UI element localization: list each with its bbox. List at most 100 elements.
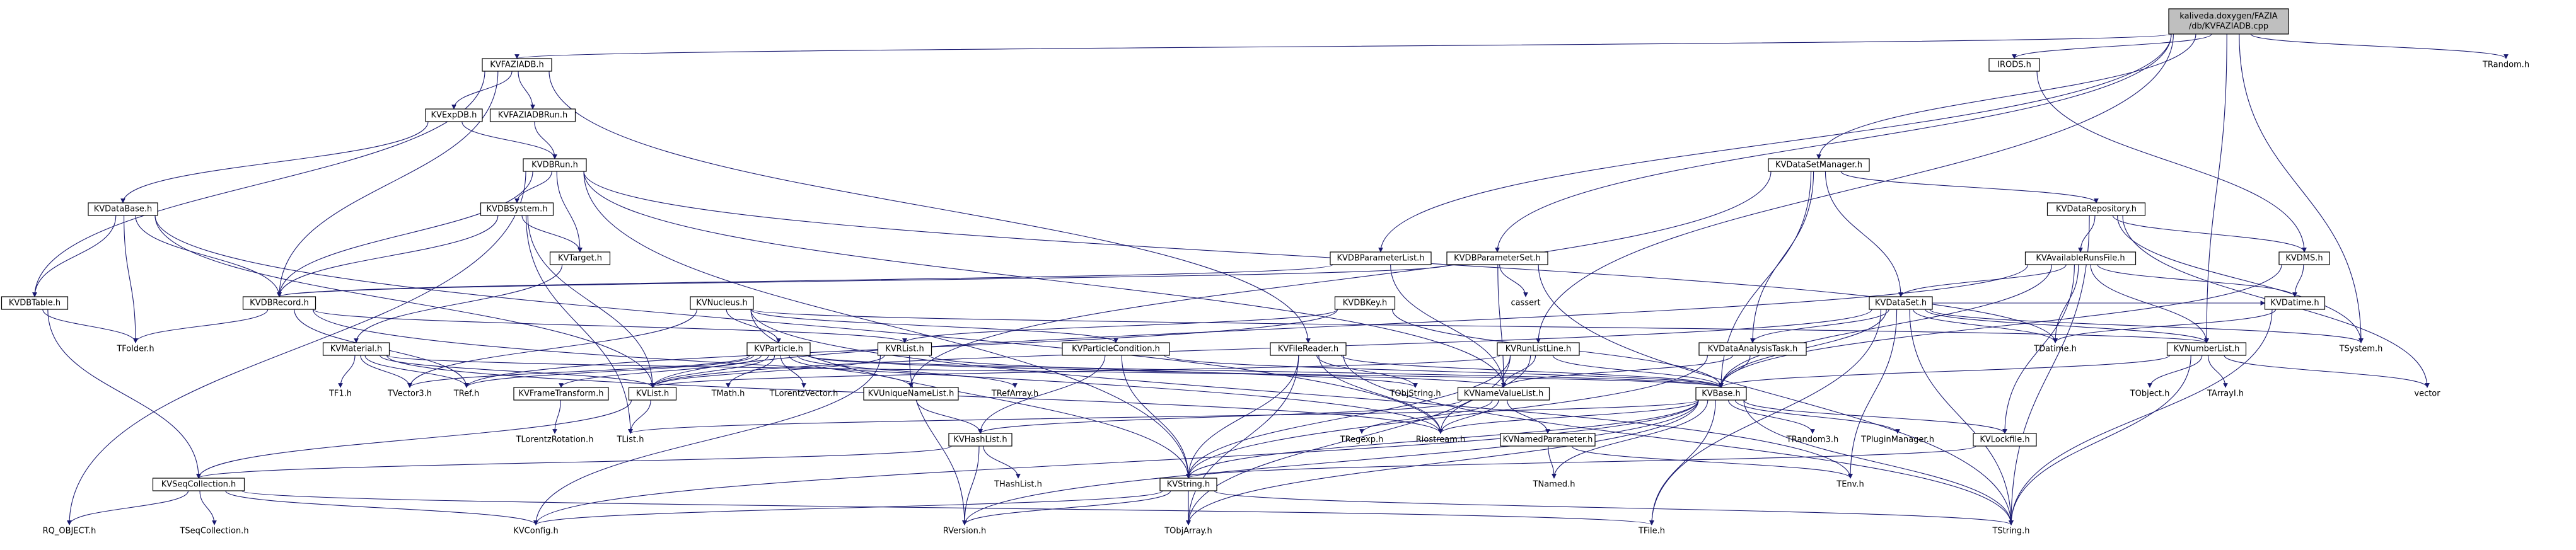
node-label: KVNucleus.h xyxy=(696,299,748,308)
node-KVSeqCollection.h[interactable]: KVSeqCollection.h xyxy=(152,478,245,491)
edge-KVAvailableRunsFile.h-to-KVDataSet.h xyxy=(1898,264,2067,297)
node-KVTarget.h[interactable]: KVTarget.h xyxy=(549,251,611,265)
edge-KVBase.h-to-RVersion.h xyxy=(962,399,1699,525)
node-box xyxy=(1334,296,1396,310)
node-KVFAZIADBRun.h[interactable]: KVFAZIADBRun.h xyxy=(489,108,576,122)
edge-KVRunListLine.h-to-KVList.h xyxy=(650,355,1500,388)
node-TSystem.h: TSystem.h xyxy=(2339,345,2383,354)
node-label: TArrayI.h xyxy=(2207,389,2244,399)
node-KVList.h[interactable]: KVList.h xyxy=(628,387,677,401)
node-label: TLorentzVector.h xyxy=(769,389,838,399)
node-KVDBSystem.h[interactable]: KVDBSystem.h xyxy=(480,202,554,216)
node-KVBase.h[interactable]: KVBase.h xyxy=(1695,387,1747,401)
node-KVDBParameterSet.h[interactable]: KVDBParameterSet.h xyxy=(1446,251,1548,265)
node-KVParticleCondition.h[interactable]: KVParticleCondition.h xyxy=(1062,342,1170,356)
node-box xyxy=(2264,296,2326,310)
edge-KVDBRecord.h-to-KVRList.h xyxy=(312,309,907,343)
node-KVAvailableRunsFile.h[interactable]: KVAvailableRunsFile.h xyxy=(2024,251,2137,265)
edge-KVDBRecord.h-to-TFolder.h xyxy=(133,309,269,343)
edge-KVParticle.h-to-TMath.h xyxy=(726,355,775,388)
node-label: Riostream.h xyxy=(1416,435,1466,445)
edge-KVDBSystem.h-to-TList.h xyxy=(525,215,633,434)
edge-root-to-KVRunListLine.h xyxy=(1536,33,2174,343)
node-box xyxy=(482,58,552,72)
node-KVUniqueNameList.h[interactable]: KVUniqueNameList.h xyxy=(863,387,959,401)
node-KVNucleus.h[interactable]: KVNucleus.h xyxy=(690,296,754,310)
node-label: TObjArray.h xyxy=(1164,527,1212,536)
node-label: KVDatime.h xyxy=(2270,299,2319,308)
edge-KVFileReader.h-to-KVBase.h xyxy=(1340,355,1724,388)
edge-KVBase.h-to-TNamed.h xyxy=(1552,399,1709,479)
node-box xyxy=(1695,387,1747,401)
node-label: KVRList.h xyxy=(885,345,924,354)
node-box xyxy=(690,296,754,310)
node-label: KVList.h xyxy=(636,389,670,399)
edge-KVBase.h-to-TList.h xyxy=(628,399,1699,434)
node-KVNumberList.h[interactable]: KVNumberList.h xyxy=(2166,342,2247,356)
node-KVDBKey.h[interactable]: KVDBKey.h xyxy=(1334,296,1396,310)
node-KVLockfile.h[interactable]: KVLockfile.h xyxy=(1973,433,2037,447)
edge-KVDataBase.h-to-KVDBTable.h xyxy=(32,215,117,297)
node-KVNamedParameter.h[interactable]: KVNamedParameter.h xyxy=(1500,433,1596,447)
edge-KVDataSet.h-to-TSystem.h xyxy=(1929,309,2364,343)
node-KVString.h[interactable]: KVString.h xyxy=(1159,478,1217,491)
node-KVFrameTransform.h[interactable]: KVFrameTransform.h xyxy=(513,387,609,401)
edge-KVNucleus.h-to-KVNumberList.h xyxy=(750,309,2209,343)
node-label: KVDBKey.h xyxy=(1343,299,1387,308)
node-KVDataSetManager.h[interactable]: KVDataSetManager.h xyxy=(1768,158,1870,172)
node-KVDataSet.h[interactable]: KVDataSet.h xyxy=(1869,296,1933,310)
node-label: KVDBRun.h xyxy=(531,161,578,170)
node-KVExpDB.h[interactable]: KVExpDB.h xyxy=(425,108,483,122)
node-label: KVFileReader.h xyxy=(1278,345,1338,354)
edge-KVMaterial.h-to-KVBase.h xyxy=(386,355,1724,388)
edge-KVAvailableRunsFile.h-to-KVLockfile.h xyxy=(2002,264,2075,434)
node-label: KVUniqueNameList.h xyxy=(868,389,954,399)
edge-KVHashList.h-to-KVSeqCollection.h xyxy=(196,445,952,479)
node-KVDataAnalysisTask.h[interactable]: KVDataAnalysisTask.h xyxy=(1698,342,1807,356)
edge-KVRunListLine.h-to-KVNameValueList.h xyxy=(1501,355,1536,388)
node-root[interactable]: kaliveda.doxygen/FAZIA/db/KVFAZIADB.cpp xyxy=(2168,8,2289,35)
edge-KVMaterial.h-to-TVector3.h xyxy=(360,355,412,388)
node-KVDBParameterList.h[interactable]: KVDBParameterList.h xyxy=(1330,251,1432,265)
node-IRODS.h[interactable]: IRODS.h xyxy=(1988,58,2040,72)
node-KVDataRepository.h[interactable]: KVDataRepository.h xyxy=(2046,202,2146,216)
node-KVMaterial.h[interactable]: KVMaterial.h xyxy=(322,342,390,356)
node-label: TObject.h xyxy=(2130,389,2170,399)
node-box xyxy=(746,342,811,356)
node-box xyxy=(1869,296,1933,310)
node-KVFileReader.h[interactable]: KVFileReader.h xyxy=(1270,342,1347,356)
node-label: KVNameValueList.h xyxy=(1464,389,1544,399)
node-label: KVFAZIADB.h xyxy=(490,60,544,70)
node-KVConfig.h: KVConfig.h xyxy=(513,527,559,536)
edge-KVFAZIADB.h-to-KVFAZIADBRun.h xyxy=(518,71,535,110)
node-box xyxy=(948,433,1012,447)
node-KVDataBase.h[interactable]: KVDataBase.h xyxy=(88,202,158,216)
edge-KVDMS.h-to-KVBase.h xyxy=(1719,264,2282,388)
edge-root-to-KVDataSetManager.h xyxy=(1816,33,2196,159)
node-KVRunListLine.h[interactable]: KVRunListLine.h xyxy=(1497,342,1580,356)
node-KVFAZIADB.h[interactable]: KVFAZIADB.h xyxy=(482,58,552,72)
node-label: KVDBRecord.h xyxy=(250,299,309,308)
edge-KVNumberList.h-to-TObject.h xyxy=(2147,355,2203,388)
edge-KVNucleus.h-to-KVParticleCondition.h xyxy=(750,309,1118,343)
node-KVDBRecord.h[interactable]: KVDBRecord.h xyxy=(242,296,316,310)
node-KVDBRun.h[interactable]: KVDBRun.h xyxy=(523,158,587,172)
edge-KVDBTable.h-to-KVSeqCollection.h xyxy=(47,309,201,479)
edge-KVFileReader.h-to-TObjString.h xyxy=(1316,355,1418,388)
edge-KVRList.h-to-KVList.h xyxy=(650,355,885,388)
node-label: KVNumberList.h xyxy=(2174,345,2240,354)
node-KVHashList.h[interactable]: KVHashList.h xyxy=(948,433,1012,447)
node-KVNameValueList.h[interactable]: KVNameValueList.h xyxy=(1457,387,1550,401)
node-KVParticle.h[interactable]: KVParticle.h xyxy=(746,342,811,356)
edge-KVDBSystem.h-to-KVTarget.h xyxy=(521,215,583,253)
edge-KVDataSet.h-to-TDatime.h xyxy=(1913,309,2058,343)
node-label: TPluginManager.h xyxy=(1860,435,1934,445)
edge-KVDBTable.h-to-TFolder.h xyxy=(42,309,138,343)
node-label: TMath.h xyxy=(711,389,745,399)
node-KVRList.h[interactable]: KVRList.h xyxy=(877,342,932,356)
node-KVDBTable.h[interactable]: KVDBTable.h xyxy=(1,296,69,310)
edge-KVList.h-to-TList.h xyxy=(628,399,651,434)
node-KVDMS.h[interactable]: KVDMS.h xyxy=(2278,251,2330,265)
node-KVDatime.h[interactable]: KVDatime.h xyxy=(2264,296,2326,310)
edge-KVDataAnalysisTask.h-to-KVString.h xyxy=(1186,355,1708,479)
